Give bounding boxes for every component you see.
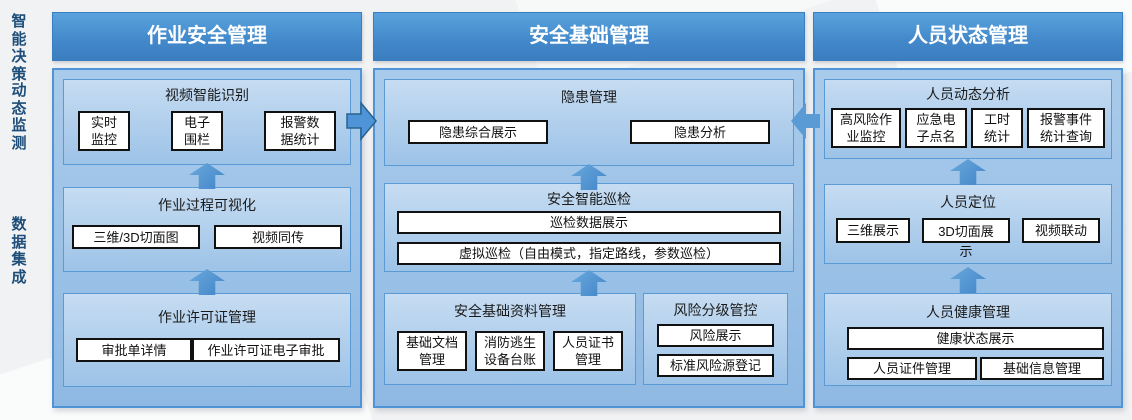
section-title: 安全智能巡检 — [547, 191, 631, 207]
section-personnel-health-management: 人员健康管理 健康状态展示 人员证件管理 基础信息管理 — [824, 293, 1112, 386]
box-inspection-data-display: 巡检数据展示 — [397, 211, 781, 234]
box-3d-display: 三维展示 — [836, 218, 910, 243]
flow-left-arrow-icon — [791, 103, 820, 139]
section-title: 作业许可证管理 — [158, 309, 256, 325]
section-work-permit-management: 作业许可证管理 审批单详情 作业许可证电子审批 — [63, 293, 351, 387]
section-safety-intelligent-inspection: 安全智能巡检 巡检数据展示 虚拟巡检（自由模式，指定路线，参数巡检） — [384, 183, 794, 272]
box-standard-risk-source-registration: 标准风险源登记 — [657, 354, 774, 377]
section-title: 人员定位 — [940, 194, 996, 210]
section-video-intelligent-recognition: 视频智能识别 实时监控 电子围栏 报警数据统计 — [63, 79, 351, 165]
up-arrow-icon — [189, 269, 225, 295]
box-alarm-data-statistics: 报警数据统计 — [264, 111, 336, 151]
box-approval-detail: 审批单详情 — [76, 338, 192, 362]
section-work-process-visualization: 作业过程可视化 三维/3D切面图 视频同传 — [63, 187, 351, 272]
column-panel-safety-basic: 隐患管理 隐患综合展示 隐患分析 安全智能巡检 巡检数据展示 虚拟巡检（自由模式… — [373, 68, 805, 408]
column-header-safety-basic: 安全基础管理 — [373, 12, 805, 61]
box-personnel-certificate-management: 人员证书管理 — [553, 331, 623, 371]
section-safety-basic-data-management: 安全基础资料管理 基础文档管理 消防逃生设备台账 人员证书管理 — [384, 293, 636, 385]
box-hidden-danger-comprehensive-display: 隐患综合展示 — [408, 120, 548, 144]
box-basic-info-management: 基础信息管理 — [980, 357, 1104, 380]
box-alarm-event-statistics-query: 报警事件统计查询 — [1027, 108, 1105, 148]
box-3d-section-display: 3D切面展示 — [922, 218, 1010, 259]
section-title: 人员动态分析 — [926, 86, 1010, 102]
box-basic-document-management: 基础文档管理 — [397, 331, 467, 371]
section-hidden-danger-management: 隐患管理 隐患综合展示 隐患分析 — [384, 79, 794, 166]
box-realtime-monitoring: 实时监控 — [78, 111, 130, 151]
box-hidden-danger-analysis: 隐患分析 — [630, 120, 770, 144]
box-personnel-id-management: 人员证件管理 — [847, 357, 977, 380]
section-title: 作业过程可视化 — [158, 197, 256, 213]
side-label-dynamic-monitoring: 动态监测 — [11, 82, 27, 152]
box-virtual-inspection: 虚拟巡检（自由模式，指定路线，参数巡检） — [397, 242, 781, 265]
box-health-status-display: 健康状态展示 — [847, 327, 1104, 350]
up-arrow-icon — [189, 163, 225, 189]
box-work-hours-statistics: 工时统计 — [971, 108, 1023, 148]
column-header-work-safety: 作业安全管理 — [52, 12, 362, 61]
section-title: 风险分级管控 — [673, 302, 758, 318]
box-3d-section-view: 三维/3D切面图 — [72, 225, 200, 249]
section-title: 安全基础资料管理 — [454, 303, 566, 319]
box-video-sync-transmission: 视频同传 — [214, 225, 342, 249]
column-panel-personnel-status: 人员动态分析 高风险作业监控 应急电子点名 工时统计 报警事件统计查询 人员定位… — [813, 68, 1123, 408]
up-arrow-icon — [950, 267, 986, 293]
section-title: 人员健康管理 — [926, 304, 1010, 320]
column-header-personnel-status: 人员状态管理 — [813, 12, 1123, 61]
up-arrow-icon — [950, 159, 986, 185]
box-risk-display: 风险展示 — [657, 324, 774, 347]
side-label-data-integration: 数据集成 — [11, 216, 27, 286]
section-personnel-dynamic-analysis: 人员动态分析 高风险作业监控 应急电子点名 工时统计 报警事件统计查询 — [824, 79, 1112, 159]
section-personnel-positioning: 人员定位 三维展示 3D切面展示 视频联动 — [824, 184, 1112, 264]
section-title: 隐患管理 — [561, 89, 617, 105]
box-fire-escape-equipment-ledger: 消防逃生设备台账 — [475, 331, 545, 371]
column-panel-work-safety: 视频智能识别 实时监控 电子围栏 报警数据统计 作业过程可视化 三维/3D切面图… — [52, 68, 362, 408]
box-video-linkage: 视频联动 — [1022, 218, 1100, 243]
box-emergency-e-rollcall: 应急电子点名 — [905, 108, 967, 148]
section-title: 视频智能识别 — [165, 87, 249, 103]
box-high-risk-work-monitoring: 高风险作业监控 — [831, 108, 901, 148]
flow-right-arrow-icon — [346, 100, 377, 142]
box-electronic-fence: 电子围栏 — [171, 111, 223, 151]
box-work-permit-e-approval: 作业许可证电子审批 — [192, 338, 340, 362]
section-risk-classification-control: 风险分级管控 风险展示 标准风险源登记 — [643, 293, 788, 385]
side-label-intelligent-decision: 智能决策 — [11, 13, 27, 83]
